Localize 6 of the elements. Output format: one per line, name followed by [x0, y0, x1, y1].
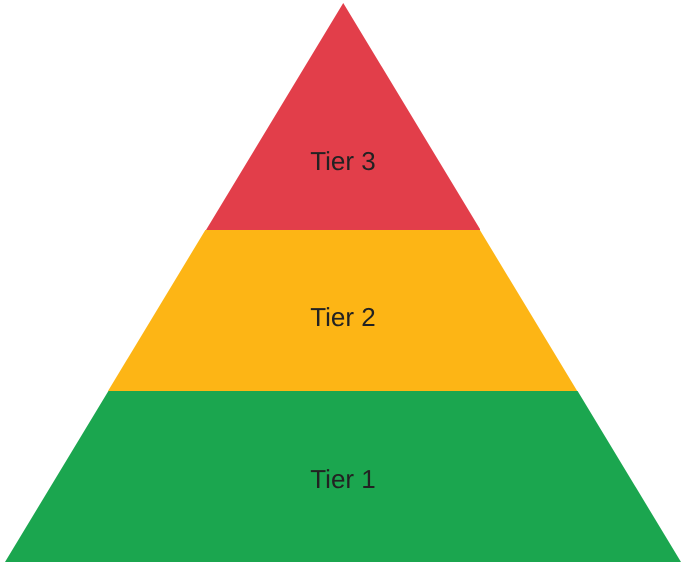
- tier-label: Tier 2: [309, 302, 377, 332]
- pyramid-tier: [108, 230, 578, 391]
- pyramid-tier: [206, 3, 480, 230]
- tier-label: Tier 1: [309, 464, 377, 494]
- tier-label: Tier 3: [309, 146, 377, 176]
- pyramid-tier: [5, 391, 681, 562]
